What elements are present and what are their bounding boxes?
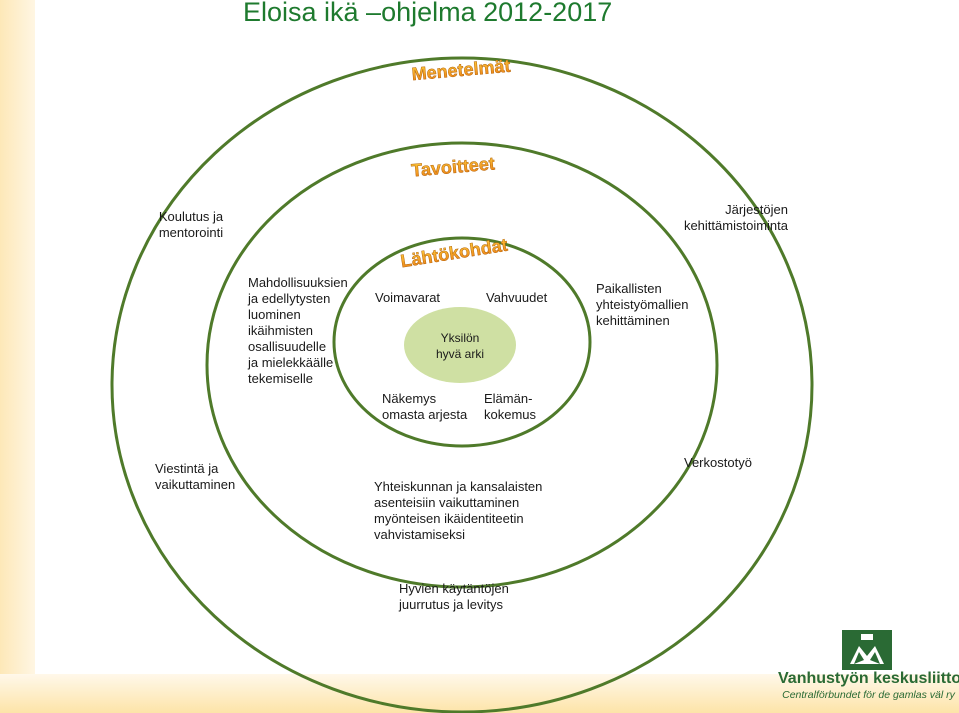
logo-emblem-icon	[842, 630, 892, 670]
inner-item-vahvuudet: Vahvuudet	[486, 290, 548, 305]
outer-item-jarjestojen: Järjestöjen kehittämistoiminta	[683, 202, 788, 233]
center-disc	[404, 307, 516, 383]
ring-label-tavoitteet: Tavoitteet	[410, 153, 495, 180]
page-title: Eloisa ikä –ohjelma 2012-2017	[243, 0, 613, 27]
inner-item-elamankokemus: Elämän- kokemus	[484, 391, 537, 422]
inner-ring	[332, 236, 592, 448]
ring-label-lahtokohdat: Lähtökohdat	[399, 235, 509, 272]
middle-item-mahdollisuuksien: Mahdollisuuksien ja edellytysten luomine…	[248, 275, 348, 386]
outer-item-verkostotyo: Verkostotyö	[684, 455, 752, 470]
left-background-band	[0, 0, 35, 713]
middle-item-paikallisten: Paikallisten yhteistyömallien kehittämin…	[596, 281, 689, 328]
inner-item-nakemys: Näkemys omasta arjesta	[382, 391, 468, 422]
center-label: Yksilön hyvä arki	[435, 331, 485, 361]
logo-subtitle: Centralförbundet för de gamlas väl ry	[782, 689, 955, 701]
outer-item-viestinta: Viestintä ja vaikuttaminen	[155, 461, 236, 492]
inner-item-voimavarat: Voimavarat	[375, 290, 441, 305]
organization-logo: Vanhustyön keskusliitto Centralförbundet…	[778, 630, 959, 710]
outer-ring	[110, 56, 814, 713]
outer-item-hyvien: Hyvien käytäntöjen juurrutus ja levitys	[399, 581, 509, 612]
middle-ring	[205, 141, 719, 589]
logo-name: Vanhustyön keskusliitto	[778, 670, 959, 687]
outer-item-koulutus: Koulutus ja mentorointi	[158, 209, 224, 240]
middle-item-yhteiskunnan: Yhteiskunnan ja kansalaisten asenteisiin…	[374, 479, 543, 542]
bottom-background-band	[0, 674, 959, 713]
